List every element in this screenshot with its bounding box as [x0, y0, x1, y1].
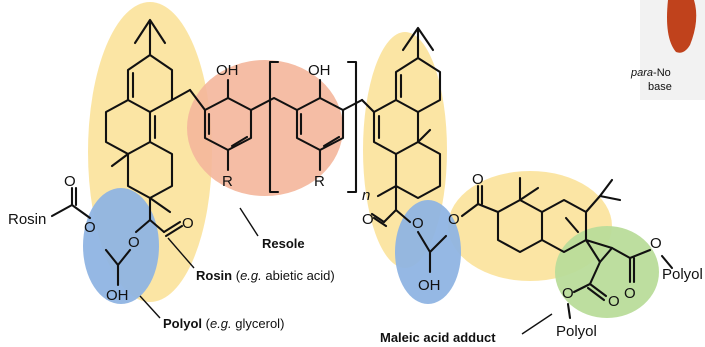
atom-o-carbonyl-right: O [362, 211, 374, 228]
inset-caption-line1: para-No [630, 67, 671, 79]
label-resole: Resole [262, 236, 305, 251]
atom-r-phenol-1: R [222, 173, 233, 190]
atom-oh-phenol-2: OH [308, 62, 331, 79]
atom-polyol-bottom: Polyol [556, 323, 597, 340]
ester-glycerol-right: O O OH O O [362, 171, 500, 294]
polyol-highlight-right [395, 200, 461, 304]
label-rosin: Rosin (e.g. abietic acid) [196, 268, 335, 283]
inset-caption-line2: base [648, 81, 672, 93]
ester-left: O O [128, 215, 194, 251]
atom-o-maleic-2: O [650, 235, 662, 252]
atom-o-ester-left: O [128, 234, 140, 251]
maleic-highlight [555, 226, 659, 318]
atom-oh-phenol-1: OH [216, 62, 239, 79]
resole-highlight [187, 60, 343, 196]
atom-r-phenol-2: R [314, 173, 325, 190]
atom-oh-glycerol-right: OH [418, 277, 441, 294]
atom-polyol-right: Polyol [662, 266, 703, 283]
atom-o-carbonyl-left: O [182, 215, 194, 232]
rosin-unit-left [104, 18, 192, 222]
rosin-unit-right [360, 26, 442, 212]
atom-oh-glycerol-left: OH [106, 287, 129, 304]
atom-o-ester-right: O [412, 215, 424, 232]
label-polyol: Polyol (e.g. glycerol) [163, 316, 284, 331]
atom-o-maleic-1: O [624, 285, 636, 302]
atom-o-glycerol-left: O [84, 219, 96, 236]
repeat-index-n: n [362, 187, 370, 204]
glycerol-left: OH O O Rosin [8, 173, 132, 304]
pointer-rosin [167, 237, 195, 269]
atom-o-glycerol-right: O [448, 211, 460, 228]
label-maleic-acid-adduct: Maleic acid adduct [380, 330, 496, 345]
atom-rosin-left: Rosin [8, 211, 46, 228]
rosin-maleic-adduct: O O Polyol O O Polyol [496, 176, 703, 340]
atom-o-rosin-ester: O [64, 173, 76, 190]
atom-o-carbonyl-adduct: O [472, 171, 484, 188]
polyol-highlight-left [83, 188, 159, 304]
atom-o-maleic-4: O [562, 285, 574, 302]
pointer-maleic [521, 313, 553, 335]
pointer-polyol [139, 295, 161, 319]
inset-leaf-shape [667, 0, 697, 53]
resole-unit: OH R OH R n [188, 60, 370, 204]
atom-o-maleic-3: O [608, 293, 620, 310]
pointer-resole [239, 207, 259, 237]
